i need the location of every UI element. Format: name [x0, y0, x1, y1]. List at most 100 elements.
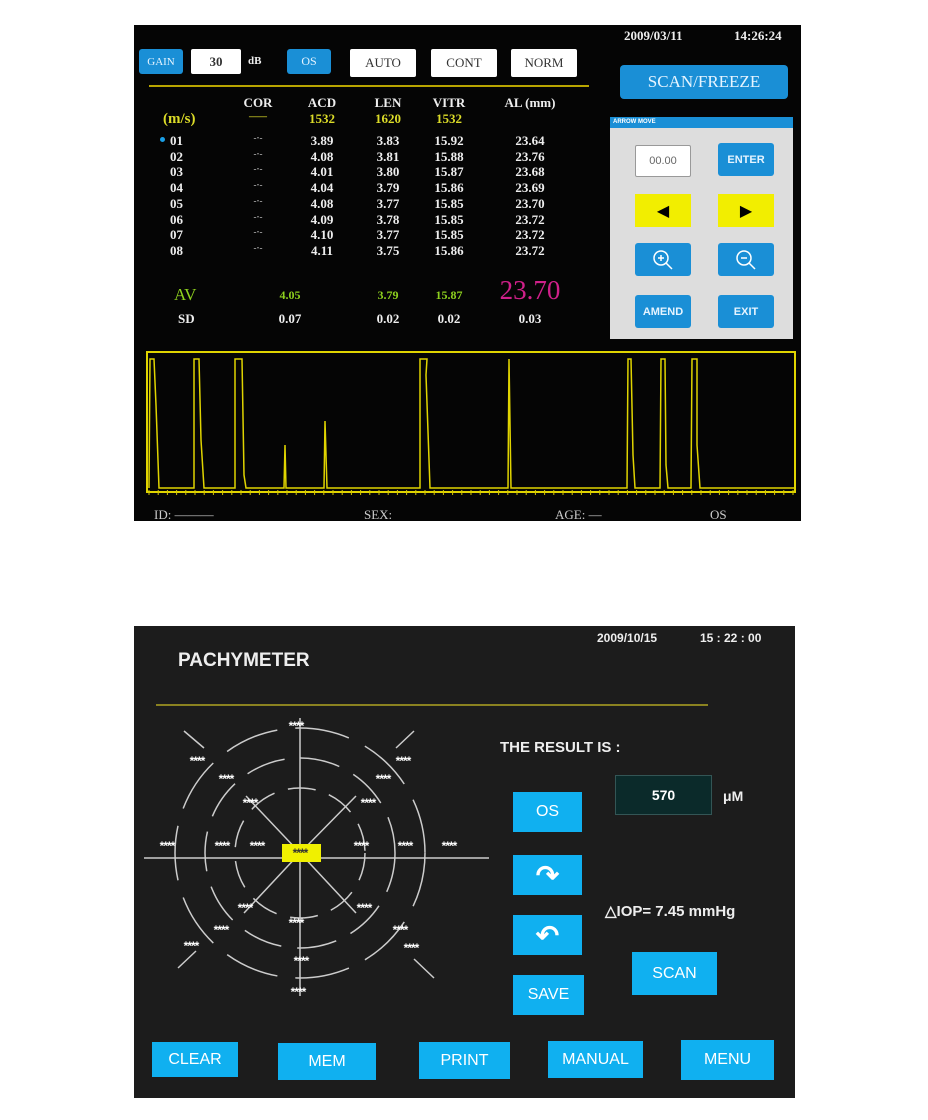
- row-vitr: 15.86: [434, 180, 464, 196]
- eye-os-button[interactable]: OS: [287, 49, 331, 74]
- row-al: 23.70: [515, 195, 545, 211]
- row-al: 23.69: [515, 180, 545, 196]
- map-point-value: ****: [159, 839, 176, 853]
- gain-unit: dB: [248, 55, 262, 67]
- gain-value-field[interactable]: 30: [191, 49, 241, 74]
- map-point-value: ****: [395, 754, 412, 768]
- row-cor: -·-: [253, 227, 263, 238]
- selected-row-dot: [160, 137, 165, 142]
- arrow-move-panel: ARROW MOVE 00.00 ENTER ◀ ▶ AMEND EXIT: [610, 117, 793, 339]
- enter-button[interactable]: ENTER: [718, 143, 774, 176]
- print-button[interactable]: PRINT: [419, 1042, 510, 1079]
- pachymeter-screen: PACHYMETER 2009/10/15 15 : 22 : 00 *****…: [134, 626, 795, 1098]
- map-point-value: ****: [237, 901, 254, 915]
- row-acd: 4.01: [310, 164, 334, 180]
- norm-button[interactable]: NORM: [511, 49, 577, 77]
- iop-value: △IOP= 7.45 mmHg: [605, 903, 736, 920]
- rotate-clockwise-icon: ↷: [535, 859, 560, 891]
- date: 2009/03/11: [624, 28, 683, 43]
- row-len: 3.78: [376, 211, 400, 227]
- menu-button[interactable]: MENU: [681, 1040, 774, 1080]
- row-id: 02: [170, 148, 183, 164]
- right-arrow-icon: ▶: [739, 202, 753, 220]
- row-len: 3.75: [376, 242, 400, 258]
- map-point-value: ****: [360, 796, 377, 810]
- map-point-value: ****: [375, 772, 392, 786]
- map-point-value: ****: [249, 839, 266, 853]
- row-len: 3.77: [376, 227, 400, 243]
- amend-button[interactable]: AMEND: [635, 295, 691, 328]
- map-point-value: ****: [242, 796, 259, 810]
- zoom-out-icon: [736, 249, 756, 270]
- row-id: 05: [170, 195, 183, 211]
- mem-button[interactable]: MEM: [278, 1043, 376, 1080]
- scan-button[interactable]: SCAN: [632, 952, 717, 995]
- cont-button[interactable]: CONT: [431, 49, 497, 77]
- os-button[interactable]: OS: [513, 792, 582, 832]
- row-vitr: 15.88: [434, 148, 464, 164]
- row-id: 03: [170, 164, 183, 180]
- row-vitr: 15.85: [434, 227, 464, 243]
- row-len: 3.83: [376, 133, 400, 148]
- zoom-out-button[interactable]: [718, 243, 774, 276]
- row-vitr: 15.85: [434, 211, 464, 227]
- corneal-map-grid: [144, 718, 489, 996]
- zoom-in-button[interactable]: [635, 243, 691, 276]
- exit-button[interactable]: EXIT: [718, 295, 774, 328]
- row-id: 08: [170, 242, 183, 258]
- velocity-vitr: 1532: [436, 111, 462, 126]
- row-len: 3.81: [376, 148, 400, 164]
- av-acd: 4.05: [279, 288, 301, 302]
- map-point-value: ****: [356, 901, 373, 915]
- patient-id: ID: ———: [154, 507, 214, 522]
- gain-button[interactable]: GAIN: [139, 49, 183, 74]
- map-point-value: ****: [214, 839, 231, 853]
- panel-title: ARROW MOVE: [610, 117, 793, 128]
- rotate-clockwise-button[interactable]: ↷: [513, 855, 582, 895]
- center-point-value: ****: [292, 846, 309, 860]
- row-cor: -·-: [253, 211, 263, 222]
- result-unit: μM: [723, 788, 744, 804]
- row-al: 23.72: [515, 227, 545, 243]
- map-point-value: ****: [353, 839, 370, 853]
- row-acd: 4.09: [310, 211, 334, 227]
- row-vitr: 15.86: [434, 242, 464, 258]
- save-button[interactable]: SAVE: [513, 975, 584, 1015]
- move-value-field[interactable]: 00.00: [635, 145, 691, 177]
- header-len: LEN: [374, 95, 402, 110]
- header-al: AL (mm): [504, 95, 556, 110]
- velocity-label: (m/s): [163, 111, 196, 127]
- header-acd: ACD: [307, 95, 337, 110]
- right-arrow-button[interactable]: ▶: [718, 194, 774, 227]
- date: 2009/10/15: [597, 631, 658, 645]
- row-len: 3.77: [376, 195, 400, 211]
- row-acd: 3.89: [310, 133, 334, 148]
- auto-button[interactable]: AUTO: [350, 49, 416, 77]
- sd-len: 0.02: [376, 311, 400, 326]
- av-al: 23.70: [499, 275, 561, 305]
- header-vitr: VITR: [432, 95, 466, 110]
- clear-button[interactable]: CLEAR: [152, 1042, 238, 1077]
- row-al: 23.68: [515, 164, 545, 180]
- manual-button[interactable]: MANUAL: [548, 1041, 643, 1078]
- av-len: 3.79: [377, 288, 399, 302]
- left-arrow-button[interactable]: ◀: [635, 194, 691, 227]
- av-label: AV: [174, 285, 197, 304]
- rotate-counterclockwise-icon: ↶: [535, 919, 560, 951]
- row-cor: -·-: [253, 242, 263, 253]
- footer-eye: OS: [710, 507, 727, 522]
- result-label: THE RESULT IS :: [500, 739, 621, 756]
- scan-freeze-button[interactable]: SCAN/FREEZE: [620, 65, 788, 99]
- row-cor: -·-: [253, 195, 263, 206]
- rotate-counterclockwise-button[interactable]: ↶: [513, 915, 582, 955]
- row-id: 01: [170, 133, 183, 148]
- map-point-value: ****: [213, 923, 230, 937]
- row-acd: 4.08: [310, 195, 334, 211]
- row-acd: 4.11: [310, 242, 334, 258]
- row-vitr: 15.87: [434, 164, 464, 180]
- map-point-value: ****: [288, 719, 305, 733]
- map-point-value: ****: [397, 839, 414, 853]
- map-point-value: ****: [288, 916, 305, 930]
- time: 14:26:24: [734, 28, 782, 43]
- map-point-value: ****: [403, 941, 420, 955]
